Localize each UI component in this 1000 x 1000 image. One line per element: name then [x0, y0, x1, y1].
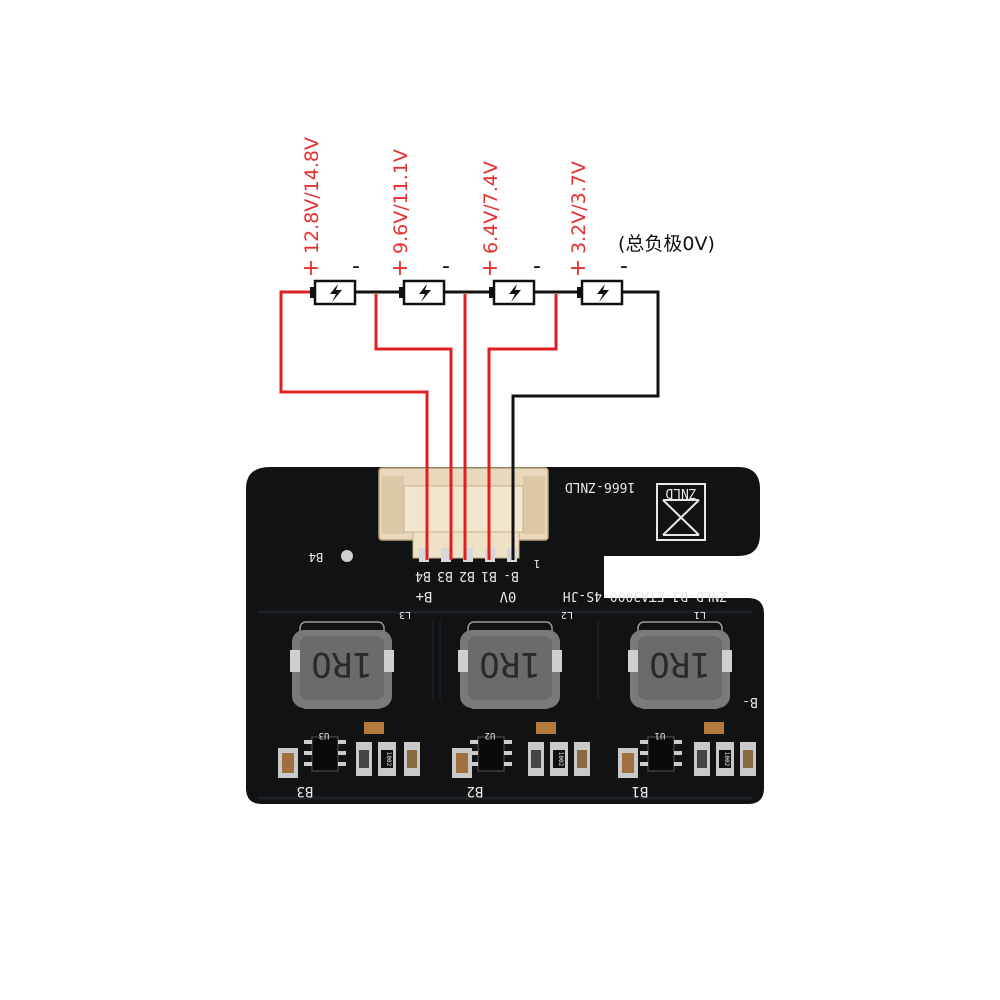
plus-sign-2: + [481, 256, 499, 281]
lightning-icon [419, 284, 431, 302]
ic-u2 [477, 736, 505, 772]
battery-cell-4 [310, 279, 357, 306]
logo-text: ZNLD [665, 485, 696, 500]
minus-sign-3: - [442, 254, 450, 279]
model-label: ZNLD-DJ-ETA3000-4S-JH [563, 588, 727, 603]
section-mark-b2: B2 [467, 783, 484, 799]
ic-mark-u3: U3 [319, 730, 330, 740]
wire-b1 [487, 294, 558, 560]
b-plus-label: B+ [416, 588, 433, 604]
section-1: L1 1RO U1 1002 B1 [618, 609, 756, 799]
resistor-3-value: 1002 [385, 752, 392, 767]
ic-mark-u2: U2 [485, 730, 496, 740]
lightning-icon [597, 284, 609, 302]
pin-label-bminus: B- [503, 568, 519, 583]
pin-label-b2: B2 [459, 568, 475, 583]
lightning-icon [330, 284, 342, 302]
logo-mark [662, 499, 700, 536]
wire-bminus [511, 290, 660, 560]
voltage-label-4: 12.8V/14.8V [301, 137, 323, 254]
pin-label-b1: B1 [481, 568, 497, 583]
resistor-1-value: 1002 [723, 752, 730, 767]
wire-b3 [374, 294, 453, 560]
logo-box [656, 483, 706, 541]
b4-corner-mark: B4 [309, 550, 323, 564]
voltage-label-1: 3.2V/3.7V [568, 161, 590, 254]
battery-cell-3 [399, 279, 446, 306]
minus-sign-2: - [533, 254, 541, 279]
voltage-label-2: 6.4V/7.4V [480, 161, 502, 254]
pin-label-b3: B3 [437, 568, 453, 583]
zero-v-label: 0V [499, 588, 516, 604]
ic-u3 [311, 736, 339, 772]
inductor-mark-l1: L1 [694, 609, 706, 620]
silk-top-label: 1666-ZNLD [565, 479, 636, 494]
wire-b4 [279, 290, 429, 560]
minus-sign-4: - [352, 254, 360, 279]
plus-sign-3: + [391, 256, 409, 281]
section-mark-b1: B1 [632, 783, 649, 799]
voltage-label-3: 9.6V/11.1V [390, 149, 412, 254]
total-negative-label: (总负极0V) [618, 233, 715, 255]
minus-sign-1: - [620, 254, 628, 279]
lightning-icon [509, 284, 521, 302]
test-pad [341, 550, 353, 562]
ic-u1 [647, 736, 675, 772]
plus-sign-1: + [569, 256, 587, 281]
inductor-mark-l2: L2 [561, 609, 573, 620]
section-2: L2 1RO U2 1002 B2 [452, 609, 590, 799]
resistor-2-value: 1002 [557, 752, 564, 767]
pin-label-b4: B4 [415, 568, 431, 583]
pin1-mark: 1 [534, 557, 541, 570]
battery-cell-2 [489, 279, 536, 306]
battery-cell-1 [577, 279, 624, 306]
b-minus-mark: B- [742, 694, 758, 709]
inductor-3-value: 1RO [311, 644, 372, 684]
inductor-2-value: 1RO [479, 644, 540, 684]
inductor-mark-l3: L3 [399, 609, 411, 620]
plus-sign-4: + [302, 256, 320, 281]
ic-mark-u1: U1 [655, 730, 666, 740]
pcb-board: 1666-ZNLD ZNLD B4 B4 B3 B2 B1 B- 1 B+ 0V… [246, 467, 764, 804]
wiring-diagram [279, 290, 660, 560]
inductor-1-value: 1RO [649, 644, 710, 684]
section-3: L3 1RO U3 1002 B3 [278, 609, 420, 799]
section-mark-b3: B3 [297, 783, 314, 799]
